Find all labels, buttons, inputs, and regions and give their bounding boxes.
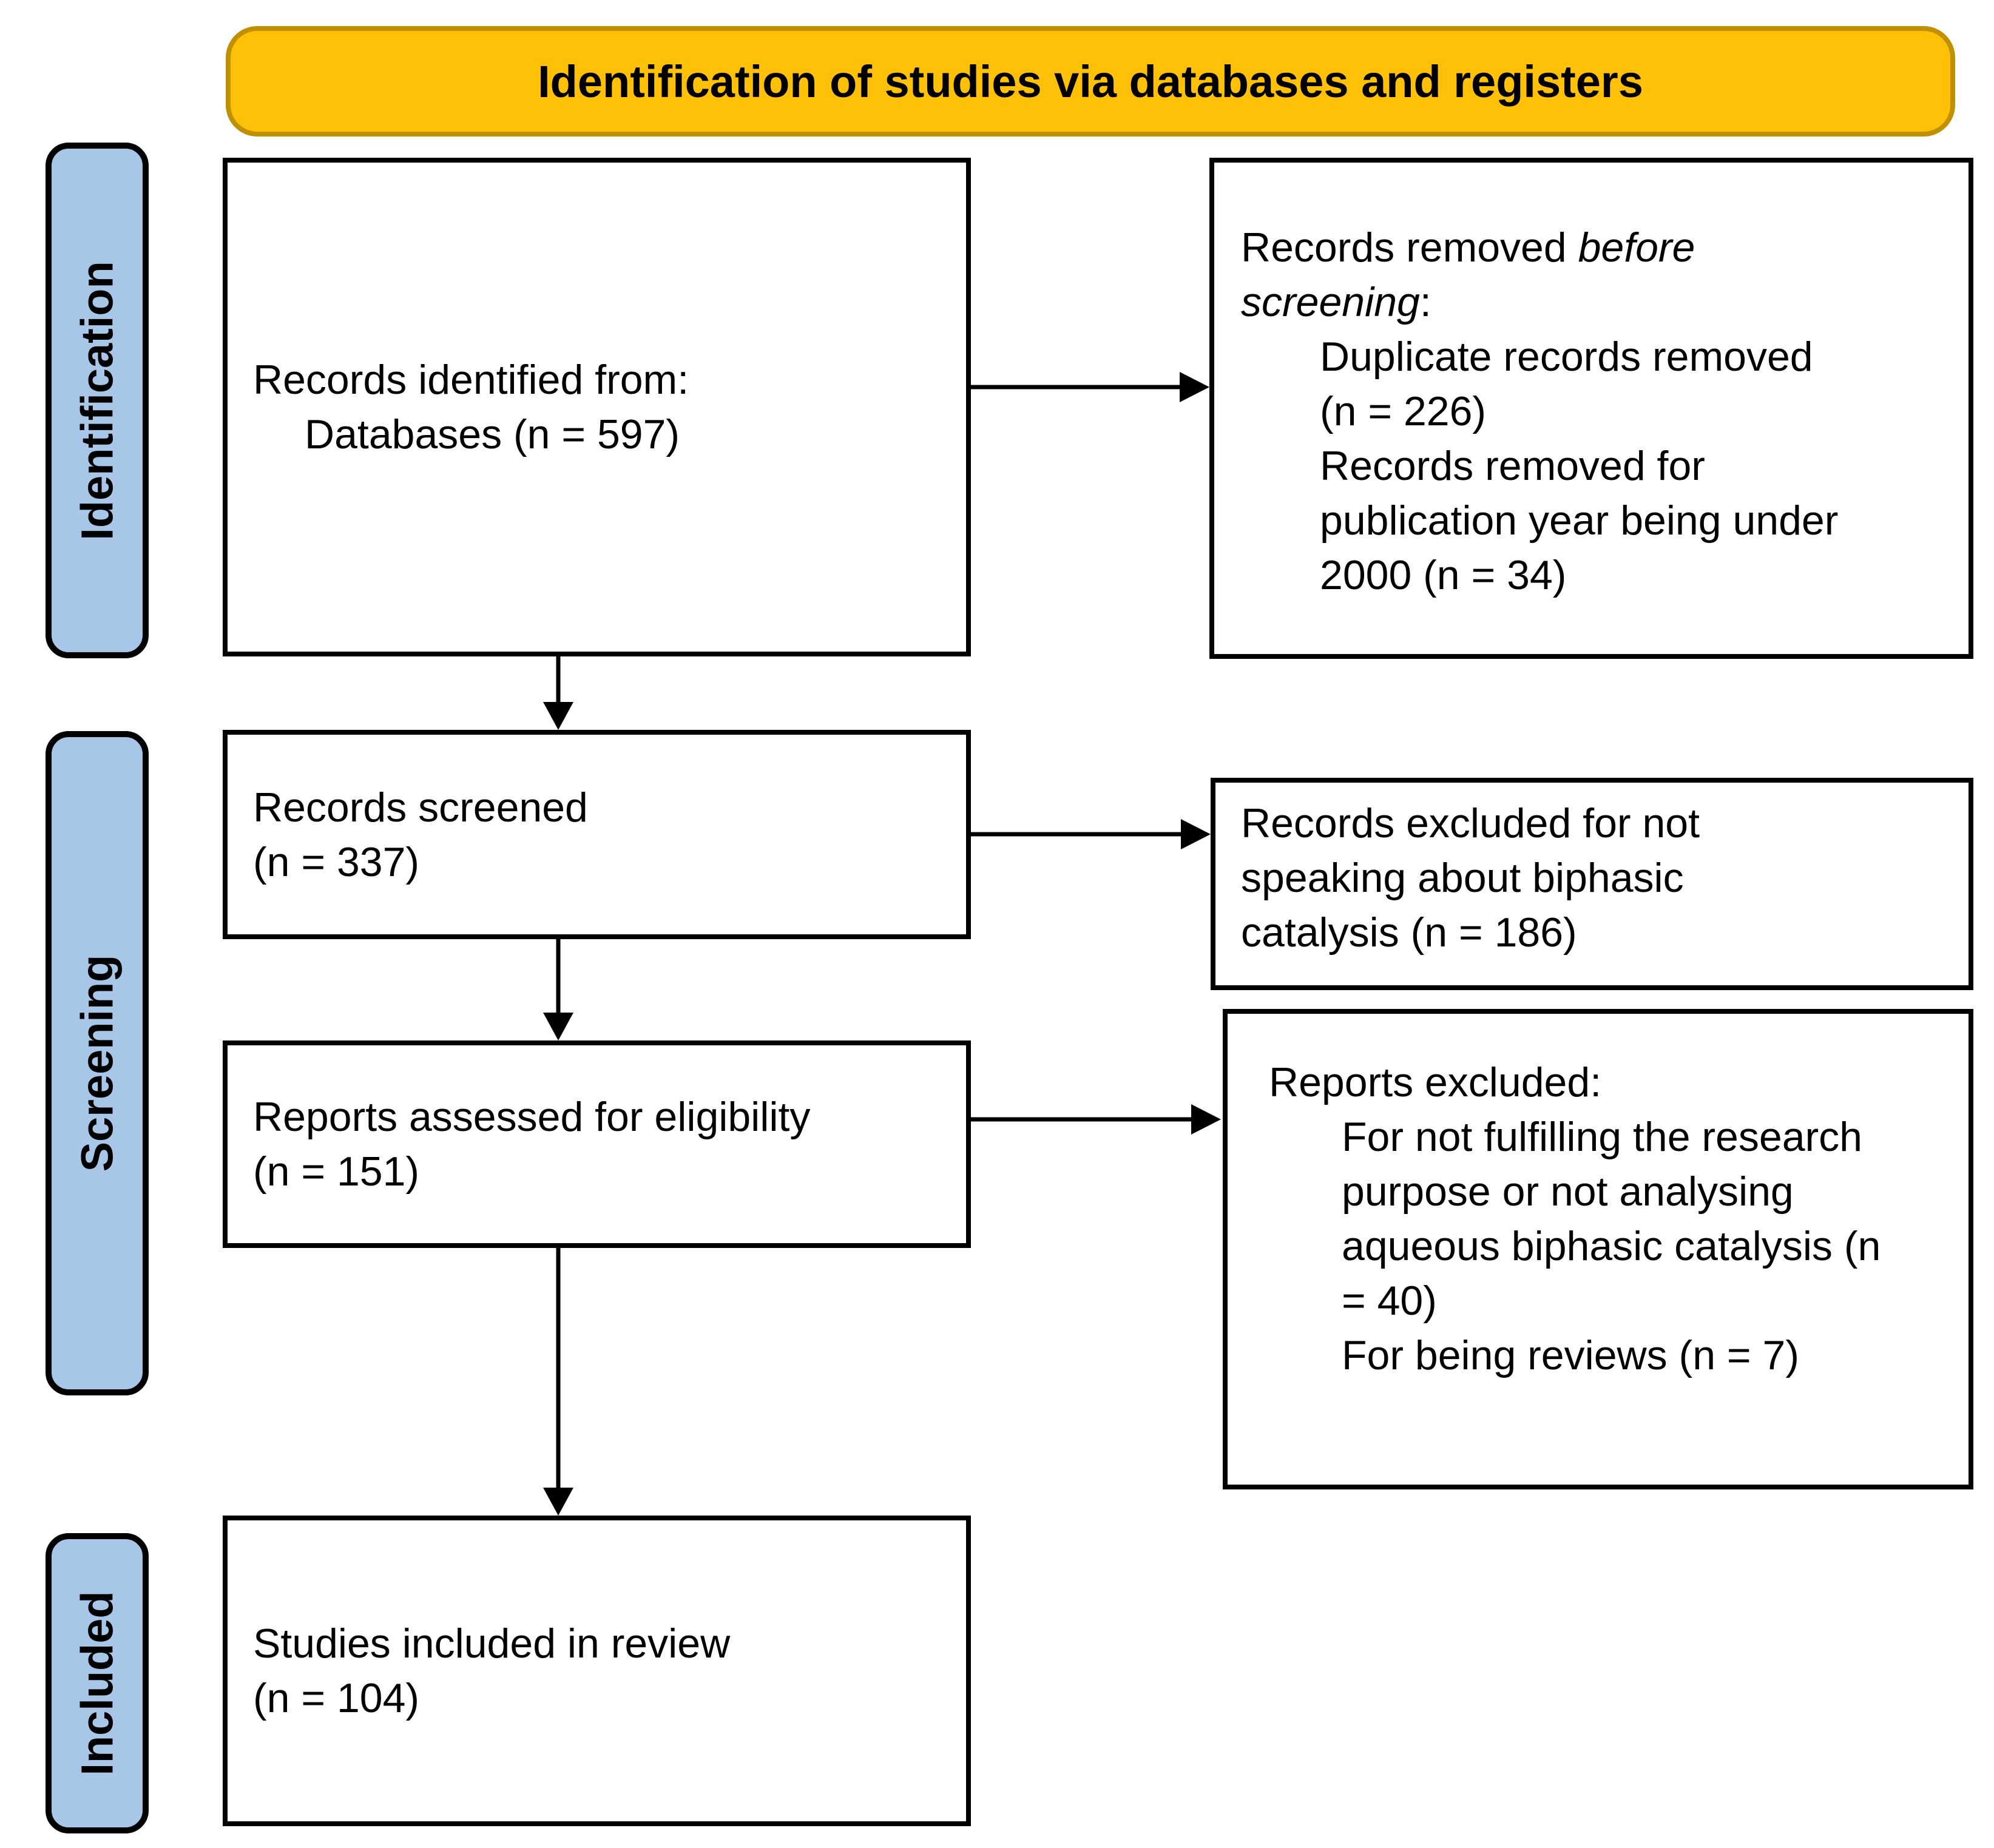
text-segment: Records removed xyxy=(1241,224,1578,271)
box-reports-excluded: Reports excluded: For not fulfilling the… xyxy=(1223,1009,1973,1489)
text-line: For being reviews (n = 7) xyxy=(1342,1332,1799,1378)
arrow-screened-to-assessed xyxy=(543,939,573,1040)
text-segment: : xyxy=(1419,279,1431,325)
diagram-title: Identification of studies via databases … xyxy=(538,56,1643,107)
text-line: Records screened xyxy=(253,784,588,831)
arrow-identified-to-removed xyxy=(971,372,1209,402)
text-line: = 40) xyxy=(1342,1278,1437,1324)
text-line: (n = 337) xyxy=(253,838,420,885)
text-line: aqueous biphasic catalysis (n xyxy=(1342,1223,1881,1269)
text-line: catalysis (n = 186) xyxy=(1241,909,1577,956)
box-records-identified: Records identified from: Databases (n = … xyxy=(223,158,971,656)
exclusion-item: Duplicate records removed (n = 226) xyxy=(1320,329,1956,439)
text-line: 2000 (n = 34) xyxy=(1320,552,1567,598)
arrow-assessed-to-excluded xyxy=(971,1104,1221,1135)
arrow-assessed-to-included xyxy=(543,1248,573,1516)
exclusion-item: For not fulfilling the research purpose … xyxy=(1342,1110,1956,1328)
text-segment-italic: before xyxy=(1578,224,1695,271)
text-line: Records removed before xyxy=(1241,220,1956,275)
text-line: Reports assessed for eligibility xyxy=(253,1094,811,1140)
text-line: Records excluded for not xyxy=(1241,800,1700,846)
text-line: Reports excluded: xyxy=(1269,1059,1602,1105)
stage-screening: Screening xyxy=(46,731,149,1395)
box-reports-assessed: Reports assessed for eligibility (n = 15… xyxy=(223,1040,971,1248)
stage-screening-label: Screening xyxy=(72,954,123,1172)
title-banner: Identification of studies via databases … xyxy=(226,26,1955,137)
text-line: purpose or not analysing xyxy=(1342,1168,1794,1215)
exclusion-item: For being reviews (n = 7) xyxy=(1342,1328,1956,1383)
arrow-screened-to-excluded xyxy=(971,819,1211,849)
stage-identification: Identification xyxy=(46,143,149,658)
box-records-excluded: Records excluded for not speaking about … xyxy=(1211,778,1973,990)
text-line: publication year being under xyxy=(1320,497,1839,544)
box-studies-included: Studies included in review (n = 104) xyxy=(223,1516,971,1826)
exclusion-item: Records removed for publication year bei… xyxy=(1320,439,1956,602)
text-line: Records removed for xyxy=(1320,443,1705,489)
text-line: Records identified from: xyxy=(253,357,689,403)
stage-included-label: Included xyxy=(72,1591,123,1776)
text-line: For not fulfilling the research xyxy=(1342,1114,1862,1160)
box-records-removed-before-screening: Records removed before screening: Duplic… xyxy=(1209,158,1973,659)
text-line: Duplicate records removed xyxy=(1320,334,1813,380)
text-line: screening: xyxy=(1241,275,1956,329)
box-records-screened: Records screened (n = 337) xyxy=(223,730,971,939)
text-line: Databases (n = 597) xyxy=(305,411,680,457)
text-line: speaking about biphasic xyxy=(1241,855,1684,901)
text-line: (n = 226) xyxy=(1320,388,1487,434)
text-line: Studies included in review xyxy=(253,1620,731,1667)
text-line: (n = 104) xyxy=(253,1675,420,1721)
text-segment-italic: screening xyxy=(1241,279,1420,325)
stage-included: Included xyxy=(46,1533,149,1833)
arrow-identified-to-screened xyxy=(543,656,573,730)
text-line: (n = 151) xyxy=(253,1148,420,1195)
stage-identification-label: Identification xyxy=(72,260,123,541)
